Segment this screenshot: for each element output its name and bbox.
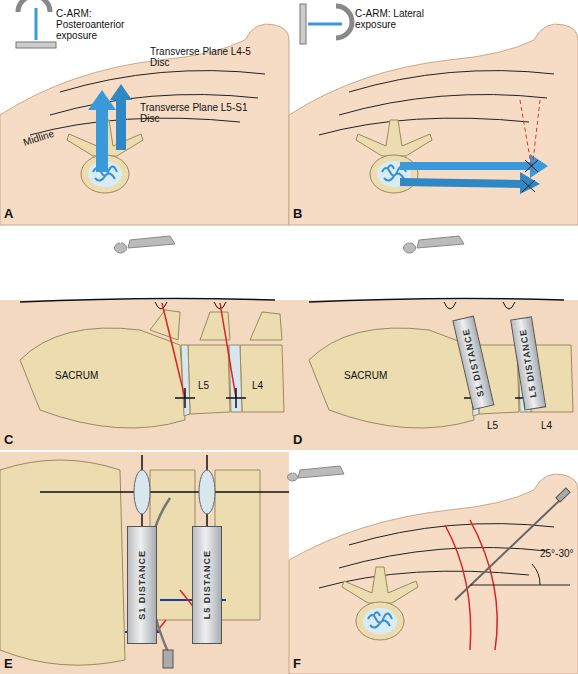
illustration-shape bbox=[288, 466, 345, 481]
ruler-label: L5 DISTANCE bbox=[518, 328, 539, 398]
illustration-shape bbox=[339, 94, 547, 115]
measuring-ruler: S1 DISTANCE bbox=[127, 526, 157, 644]
illustration-shape bbox=[20, 298, 275, 302]
illustration-shape bbox=[556, 488, 570, 502]
illustration-shape bbox=[400, 172, 540, 194]
illustration-shape bbox=[309, 298, 564, 302]
annotation-label: Transverse Plane L5-S1 Disc bbox=[140, 102, 250, 124]
illustration-shape bbox=[444, 302, 515, 309]
illustration-shape bbox=[342, 567, 418, 640]
illustration-shape bbox=[404, 236, 465, 253]
panel-letter: E bbox=[4, 658, 24, 669]
illustration-shape bbox=[88, 90, 116, 172]
illustration-shape bbox=[110, 84, 132, 150]
illustration-shape bbox=[0, 300, 289, 450]
illustration-shape bbox=[163, 650, 173, 668]
illustration-shape bbox=[300, 4, 352, 44]
panel-letter: A bbox=[4, 208, 24, 219]
illustration-shape bbox=[16, 0, 56, 48]
illustration-shape bbox=[175, 388, 246, 408]
annotation-label: C-ARM: Lateral exposure bbox=[355, 8, 435, 30]
annotation-label: SACRUM bbox=[55, 370, 115, 381]
panel-c bbox=[0, 236, 289, 450]
panel-letter: D bbox=[293, 434, 313, 445]
annotation-label: L5 bbox=[487, 420, 511, 431]
illustration-shape bbox=[20, 328, 185, 428]
illustration-shape bbox=[40, 491, 289, 493]
illustration-shape bbox=[470, 585, 570, 586]
illustration-shape bbox=[308, 23, 342, 26]
illustration-shape bbox=[155, 302, 226, 309]
illustration-shape bbox=[162, 303, 185, 398]
illustration-shape bbox=[339, 547, 547, 568]
illustration-shape bbox=[30, 118, 240, 135]
illustration-shape bbox=[319, 118, 529, 135]
annotation-label: 25°-30° bbox=[540, 548, 578, 559]
panel-letter: C bbox=[4, 434, 24, 445]
panel-a bbox=[0, 0, 289, 225]
illustration-shape bbox=[240, 345, 284, 412]
illustration-shape bbox=[309, 328, 474, 428]
annotation-label: C-ARM: Posteroanterior exposure bbox=[56, 8, 136, 41]
ruler-label: L5 DISTANCE bbox=[202, 550, 212, 619]
panel-b bbox=[289, 4, 578, 225]
illustration-shape bbox=[188, 345, 230, 414]
illustration-shape bbox=[115, 236, 176, 253]
ruler-label: S1 DISTANCE bbox=[137, 550, 147, 620]
illustration-shape bbox=[532, 564, 540, 585]
annotation-label: L4 bbox=[252, 380, 276, 391]
illustration-shape bbox=[35, 8, 38, 40]
illustration-shape bbox=[60, 71, 265, 92]
panel-f bbox=[288, 466, 578, 674]
illustration-shape bbox=[0, 452, 289, 674]
panel-letter: F bbox=[293, 658, 313, 669]
illustration-shape bbox=[0, 460, 125, 665]
illustration-shape bbox=[522, 160, 538, 192]
illustration-shape bbox=[400, 154, 548, 178]
illustration-shape bbox=[349, 71, 554, 92]
illustration-shape bbox=[289, 24, 578, 225]
annotation-label: L4 bbox=[541, 420, 565, 431]
panel-d bbox=[289, 236, 578, 450]
panel-e bbox=[0, 452, 289, 674]
illustration-shape bbox=[289, 474, 578, 674]
panel-letter: B bbox=[293, 208, 313, 219]
measuring-ruler: L5 DISTANCE bbox=[192, 526, 222, 644]
illustration-shape bbox=[134, 470, 150, 514]
annotation-label: Transverse Plane L4-5 Disc bbox=[150, 46, 260, 68]
illustration-shape bbox=[0, 24, 289, 225]
annotation-label: L5 bbox=[198, 380, 222, 391]
annotation-label: SACRUM bbox=[344, 370, 404, 381]
illustration-shape bbox=[289, 300, 578, 450]
illustration-shape bbox=[220, 303, 236, 398]
illustration-shape bbox=[520, 100, 540, 170]
illustration-shape bbox=[199, 470, 215, 514]
